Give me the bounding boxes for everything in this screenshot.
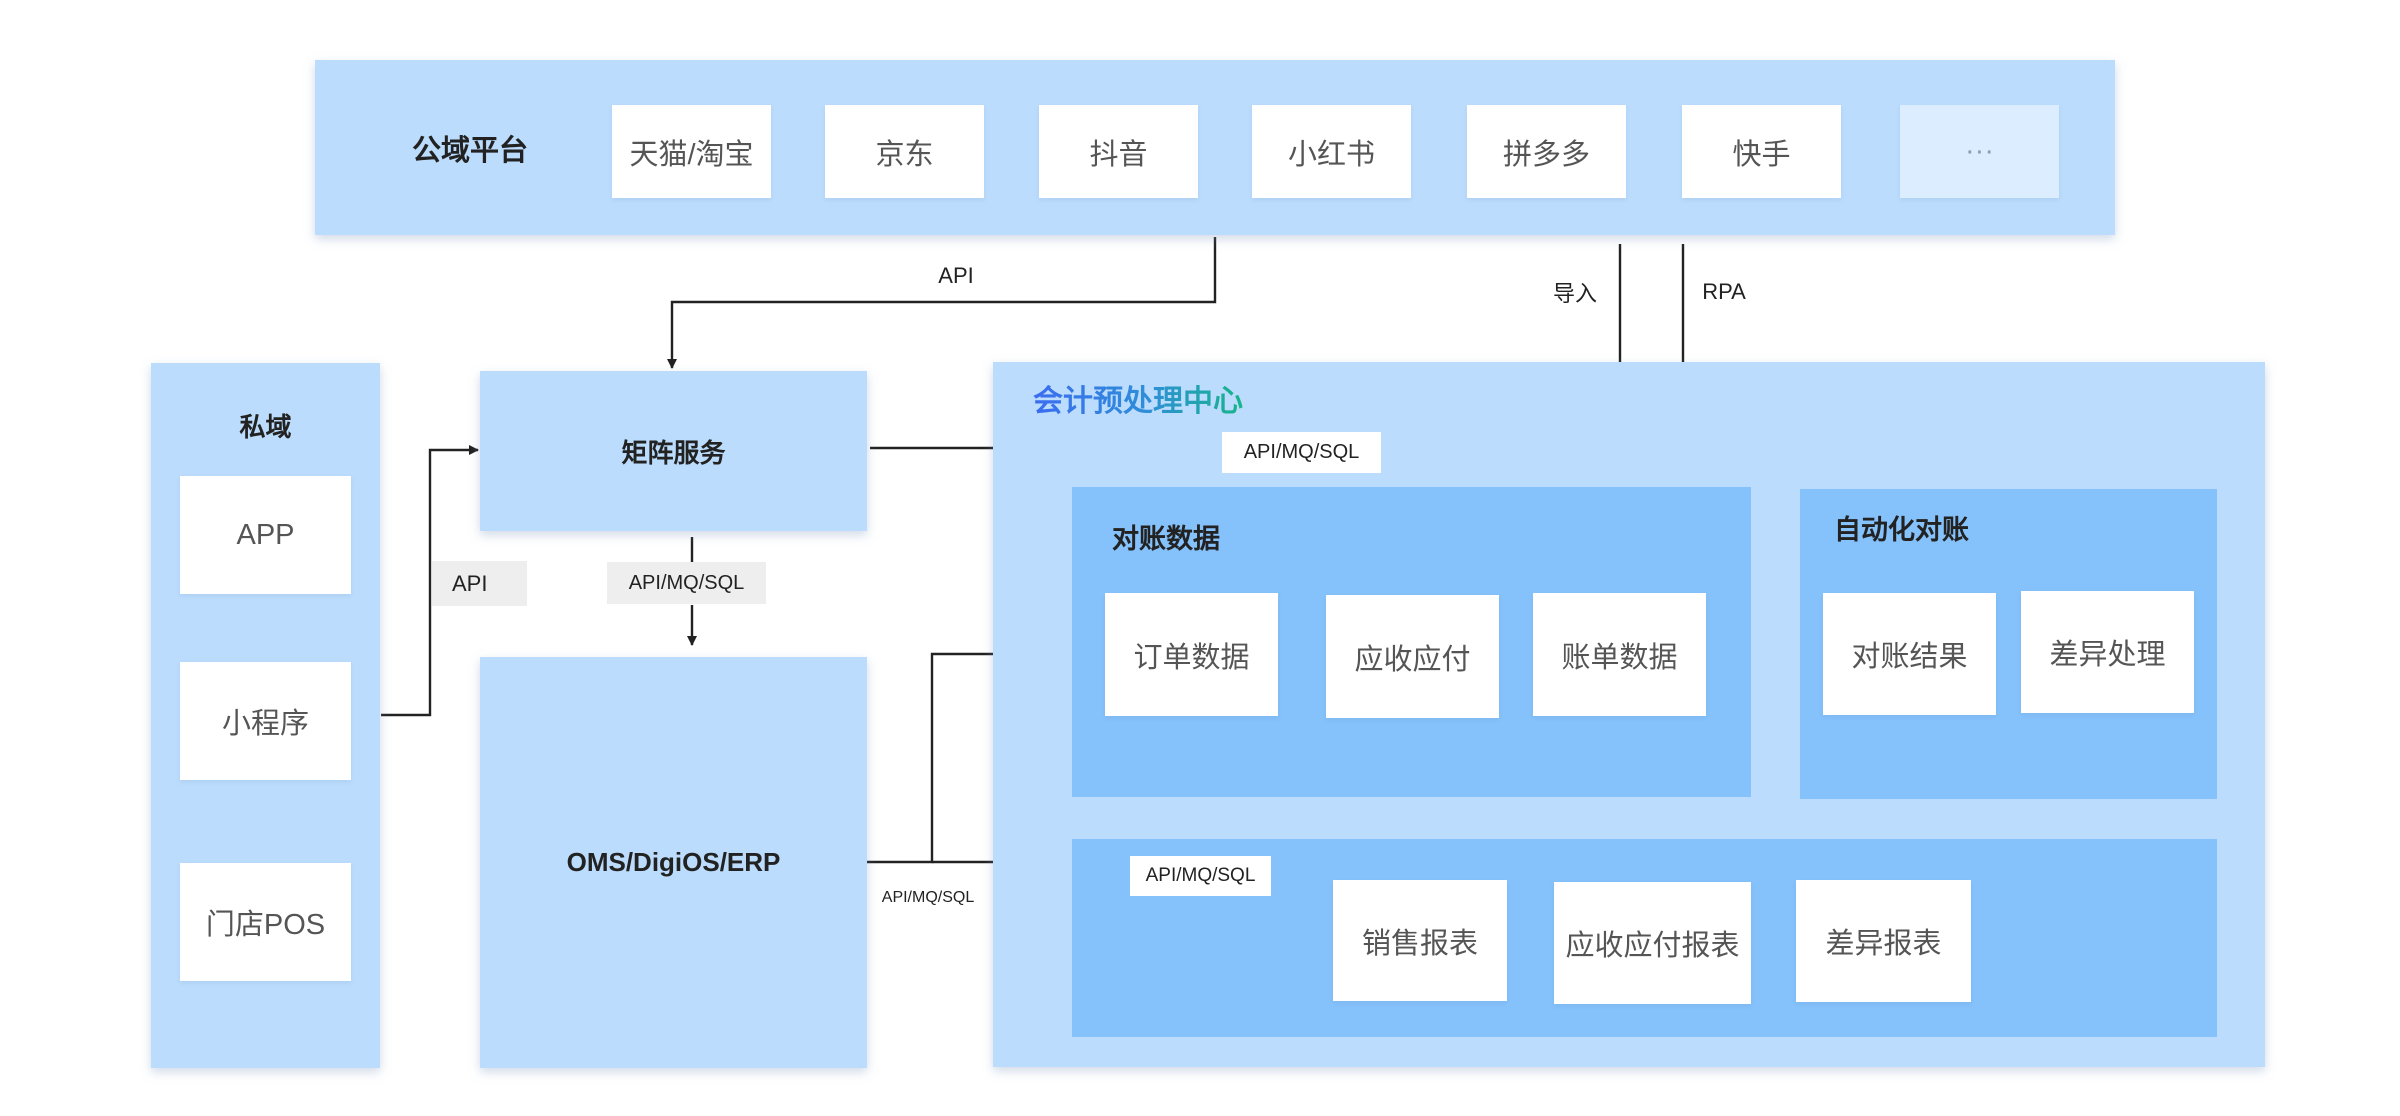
label-oms-to-receivable: API/MQ/SQL [1130, 856, 1271, 896]
edge-public-to-matrix [667, 237, 1217, 369]
recon-data-title: 对账数据 [1112, 523, 1220, 554]
label-rpa: RPA [1702, 279, 1746, 304]
receivable-payable-report: 应收应付报表 [1554, 882, 1751, 1004]
order-data: 订单数据 [1105, 593, 1278, 716]
sales-report: 销售报表 [1333, 880, 1507, 1001]
platform-kuaishou: 快手 [1682, 105, 1841, 198]
bill-data: 账单数据 [1533, 593, 1706, 716]
platform-pinduoduo: 拼多多 [1467, 105, 1626, 198]
platform-more: ··· [1900, 105, 2059, 198]
difference-report: 差异报表 [1796, 880, 1971, 1002]
label-matrix-to-oms: API/MQ/SQL [607, 562, 766, 604]
private-store-pos: 门店POS [180, 863, 351, 981]
label-api-top: API [938, 263, 974, 288]
public-platform-panel [315, 60, 2115, 235]
accounting-center-title: 会计预处理中心 [1033, 382, 1243, 422]
receivable-payable: 应收应付 [1326, 595, 1499, 718]
label-import: 导入 [1552, 281, 1597, 306]
label-api-left: API [432, 561, 527, 606]
private-domain-title: 私域 [239, 411, 292, 442]
platform-tmall-taobao: 天猫/淘宝 [612, 105, 771, 198]
difference-handling: 差异处理 [2021, 591, 2194, 713]
platform-jd: 京东 [825, 105, 984, 198]
public-platform-title: 公域平台 [411, 135, 528, 167]
label-oms-out: API/MQ/SQL [881, 889, 975, 906]
private-mini-program: 小程序 [180, 662, 351, 780]
oms-box: OMS/DigiOS/ERP [480, 657, 867, 1068]
platform-douyin: 抖音 [1039, 105, 1198, 198]
recon-result: 对账结果 [1823, 593, 1996, 715]
label-matrix-to-center: API/MQ/SQL [1222, 432, 1381, 473]
private-app: APP [180, 476, 351, 594]
edge-private-to-matrix [381, 445, 479, 717]
platform-xiaohongshu: 小红书 [1252, 105, 1411, 198]
matrix-service-box: 矩阵服务 [480, 371, 867, 531]
auto-recon-title: 自动化对账 [1834, 514, 1969, 545]
